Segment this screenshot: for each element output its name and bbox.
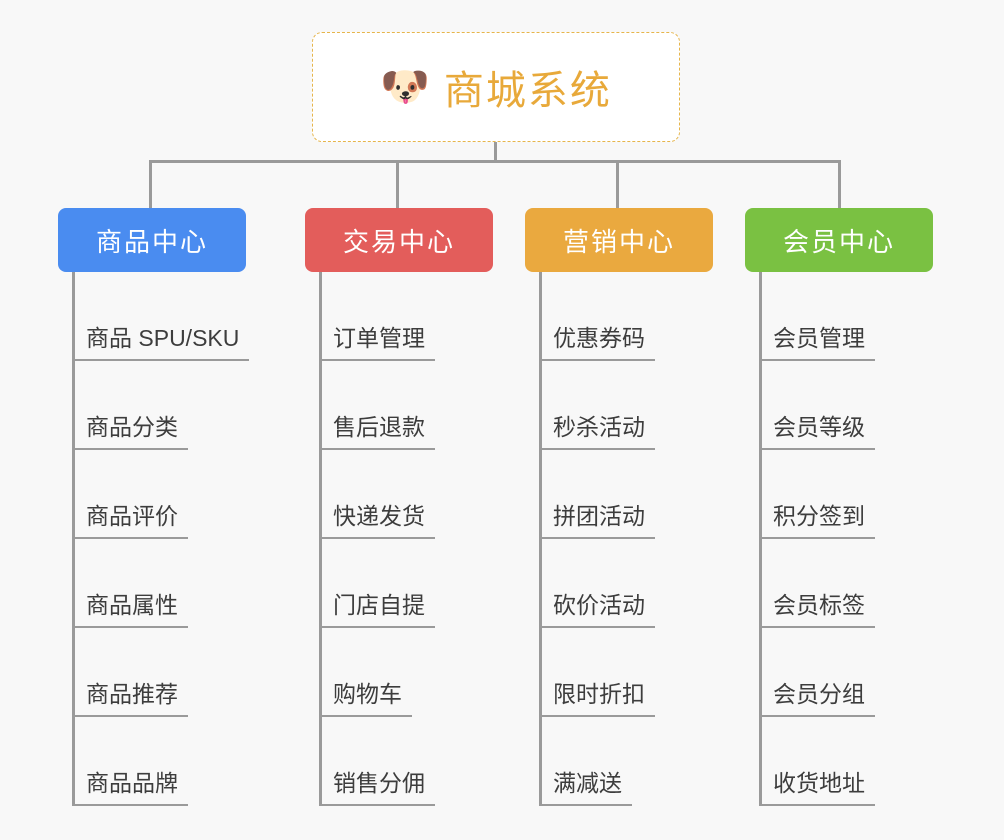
leaf-item[interactable]: 商品分类: [72, 361, 246, 450]
leaf-label: 收货地址: [759, 770, 875, 806]
leaf-item[interactable]: 订单管理: [319, 272, 493, 361]
leaf-label: 快递发货: [319, 503, 435, 539]
leaf-label: 商品品牌: [72, 770, 188, 806]
branch-header-label: 会员中心: [782, 226, 895, 257]
leaf-item[interactable]: 会员分组: [759, 628, 933, 717]
branch-column-marketing: 营销中心 优惠券码 秒杀活动 拼团活动 砍价活动 限时折扣 满减送: [525, 208, 713, 806]
leaf-label: 会员分组: [759, 681, 875, 717]
leaf-label: 商品 SPU/SKU: [72, 325, 250, 361]
leaf-label: 会员管理: [759, 325, 875, 361]
leaf-spine: [759, 272, 762, 806]
leaf-label: 满减送: [539, 770, 632, 806]
leaf-list-marketing: 优惠券码 秒杀活动 拼团活动 砍价活动 限时折扣 满减送: [525, 272, 713, 806]
leaf-item[interactable]: 拼团活动: [539, 450, 713, 539]
leaf-label: 销售分佣: [319, 770, 435, 806]
branch-header-marketing[interactable]: 营销中心: [525, 208, 713, 272]
leaf-label: 秒杀活动: [539, 414, 655, 450]
branch-stub-1: [149, 160, 152, 210]
leaf-item[interactable]: 快递发货: [319, 450, 493, 539]
leaf-item[interactable]: 会员等级: [759, 361, 933, 450]
leaf-item[interactable]: 商品品牌: [72, 717, 246, 806]
leaf-label: 商品分类: [72, 414, 188, 450]
branch-header-label: 商品中心: [95, 226, 208, 257]
branch-header-label: 营销中心: [562, 226, 675, 257]
leaf-item[interactable]: 秒杀活动: [539, 361, 713, 450]
leaf-item[interactable]: 积分签到: [759, 450, 933, 539]
leaf-label: 商品推荐: [72, 681, 188, 717]
leaf-item[interactable]: 商品属性: [72, 539, 246, 628]
leaf-item[interactable]: 优惠券码: [539, 272, 713, 361]
leaf-label: 积分签到: [759, 503, 875, 539]
leaf-label: 购物车: [319, 681, 412, 717]
shiba-dog-icon: 🐶: [380, 65, 430, 109]
leaf-item[interactable]: 门店自提: [319, 539, 493, 628]
leaf-item[interactable]: 会员管理: [759, 272, 933, 361]
root-title: 商城系统: [443, 69, 612, 113]
branch-stub-2: [396, 160, 399, 210]
leaf-label: 会员标签: [759, 592, 875, 628]
branch-header-member[interactable]: 会员中心: [745, 208, 933, 272]
branch-column-member: 会员中心 会员管理 会员等级 积分签到 会员标签 会员分组 收货地址: [745, 208, 933, 806]
leaf-label: 商品评价: [72, 503, 188, 539]
branch-header-trade[interactable]: 交易中心: [305, 208, 493, 272]
leaf-item[interactable]: 满减送: [539, 717, 713, 806]
branch-header-product[interactable]: 商品中心: [58, 208, 246, 272]
leaf-label: 订单管理: [319, 325, 435, 361]
leaf-list-trade: 订单管理 售后退款 快递发货 门店自提 购物车 销售分佣: [305, 272, 493, 806]
leaf-label: 商品属性: [72, 592, 188, 628]
branch-bus-connector: [149, 160, 840, 163]
leaf-list-product: 商品 SPU/SKU 商品分类 商品评价 商品属性 商品推荐 商品品牌: [58, 272, 250, 806]
root-stem-connector: [494, 142, 497, 162]
leaf-label: 优惠券码: [539, 325, 655, 361]
leaf-item[interactable]: 购物车: [319, 628, 493, 717]
leaf-label: 会员等级: [759, 414, 875, 450]
leaf-spine: [539, 272, 542, 806]
leaf-item[interactable]: 会员标签: [759, 539, 933, 628]
leaf-spine: [319, 272, 322, 806]
leaf-item[interactable]: 销售分佣: [319, 717, 493, 806]
leaf-label: 砍价活动: [539, 592, 655, 628]
leaf-item[interactable]: 商品 SPU/SKU: [72, 272, 250, 361]
leaf-item[interactable]: 售后退款: [319, 361, 493, 450]
branch-stub-4: [838, 160, 841, 210]
leaf-item[interactable]: 商品推荐: [72, 628, 246, 717]
leaf-item[interactable]: 商品评价: [72, 450, 246, 539]
leaf-label: 拼团活动: [539, 503, 655, 539]
leaf-item[interactable]: 收货地址: [759, 717, 933, 806]
root-node[interactable]: 🐶 商城系统: [312, 32, 680, 142]
leaf-item[interactable]: 限时折扣: [539, 628, 713, 717]
leaf-label: 门店自提: [319, 592, 435, 628]
branch-header-label: 交易中心: [342, 226, 455, 257]
leaf-item[interactable]: 砍价活动: [539, 539, 713, 628]
branch-stub-3: [616, 160, 619, 210]
leaf-label: 限时折扣: [539, 681, 655, 717]
leaf-label: 售后退款: [319, 414, 435, 450]
leaf-list-member: 会员管理 会员等级 积分签到 会员标签 会员分组 收货地址: [745, 272, 933, 806]
branch-column-product: 商品中心 商品 SPU/SKU 商品分类 商品评价 商品属性 商品推荐 商品品牌: [58, 208, 250, 806]
leaf-spine: [72, 272, 75, 806]
branch-column-trade: 交易中心 订单管理 售后退款 快递发货 门店自提 购物车 销售分佣: [305, 208, 493, 806]
